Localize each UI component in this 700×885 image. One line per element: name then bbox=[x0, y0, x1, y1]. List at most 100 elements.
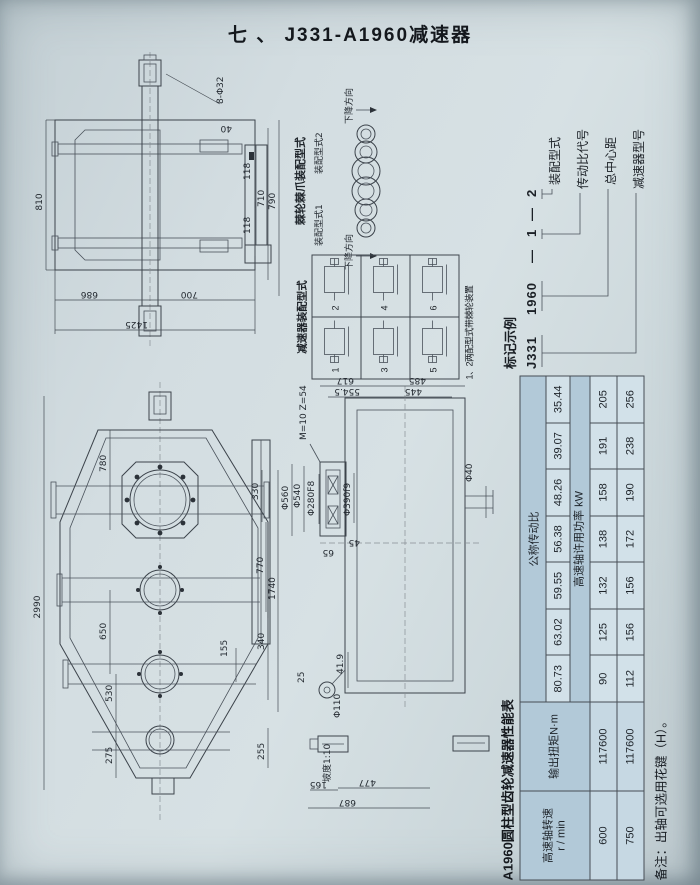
power-value: 138 bbox=[590, 515, 617, 563]
dim-41-9: 41.9 bbox=[336, 654, 346, 674]
dim-710: 710 bbox=[257, 190, 267, 207]
marking-label-assembly-type: 装配型式 bbox=[548, 136, 562, 185]
dim-255: 255 bbox=[257, 743, 267, 760]
dim-110: Φ110 bbox=[333, 693, 343, 718]
assembly-grid: 1 2 3 4 5 6 bbox=[312, 255, 460, 380]
ratio-value: 80.73 bbox=[546, 655, 570, 702]
power-value: 191 bbox=[590, 422, 617, 470]
assembly-cell: 4 bbox=[361, 255, 410, 317]
dim-118b: 118 bbox=[243, 217, 253, 234]
dim-25: 25 bbox=[297, 672, 307, 683]
speed-header-line2: r / min bbox=[555, 820, 567, 851]
power-value: 156 bbox=[617, 562, 644, 609]
marking-label-model: 减速器型号 bbox=[632, 128, 646, 189]
assembly-grid-title: 减速器装配型式 bbox=[296, 280, 309, 354]
speed-header-line1: 高速轴转速 bbox=[542, 808, 555, 863]
reducer-sketch-icon bbox=[373, 320, 398, 363]
assembly-grid-block: 减速器装配型式 1 2 3 4 5 6 1、2两配型式带棘轮 bbox=[295, 255, 475, 380]
dim-45: 45 bbox=[349, 537, 360, 547]
dim-617: 617 bbox=[337, 375, 354, 385]
ratio-header: 公称传动比 bbox=[520, 376, 546, 702]
ratchet-title: 棘轮棘爪装配型式 bbox=[295, 137, 307, 225]
dim-780: 780 bbox=[99, 455, 109, 472]
front-view-bearings bbox=[121, 461, 199, 755]
type2-direction: 下降方向 bbox=[343, 88, 355, 124]
phi40-stub: Φ40 bbox=[465, 463, 494, 518]
type2-label: 装配型式2 bbox=[313, 132, 325, 174]
dim-340: 340 bbox=[257, 633, 267, 650]
power-value: 238 bbox=[617, 422, 644, 470]
dim-485: 485 bbox=[409, 375, 426, 385]
dim-540: Φ540 bbox=[293, 483, 303, 508]
dim-560: Φ560 bbox=[281, 485, 291, 510]
dim-554-5: 554.5 bbox=[334, 386, 360, 396]
top-view-housing bbox=[51, 119, 272, 271]
dim-165: 165 bbox=[310, 779, 327, 789]
front-view-drawing: 2990 780 650 530 275 330 770 1740 155 34… bbox=[33, 382, 279, 822]
dim-280F8: Φ280F8 bbox=[307, 481, 317, 516]
torque-value: 117600 bbox=[590, 702, 617, 791]
dim-330: 330 bbox=[251, 483, 261, 500]
page-title: 七 、 J331-A1960减速器 bbox=[227, 25, 473, 46]
power-header: 高速轴许用功率 kW bbox=[570, 376, 590, 702]
front-view-shafts bbox=[50, 481, 270, 751]
type1-direction: 下降方向 bbox=[343, 234, 355, 270]
assembly-grid-note: 1、2两配型式带棘轮装置 bbox=[464, 285, 475, 380]
coupling-detail: M=10 Z=54 Φ560 Φ540 Φ280F8 Φ390f9 45 65 bbox=[281, 385, 360, 557]
ratio-value: 39.07 bbox=[546, 422, 570, 470]
power-value: 190 bbox=[617, 469, 644, 516]
dim-390f9: Φ390f9 bbox=[343, 483, 353, 516]
power-value: 156 bbox=[617, 608, 644, 656]
power-value: 205 bbox=[590, 376, 617, 423]
assembly-cell-number: 6 bbox=[428, 305, 439, 311]
reducer-sketch-icon bbox=[324, 320, 349, 363]
top-view-drawing: 810 8-Φ32 40 118 118 710 790 686 700 142… bbox=[35, 52, 280, 348]
ratchet-diagrams: 装配型式1 下降方向 装配型式2 下降方向 bbox=[313, 88, 381, 270]
assembly-cell: 2 bbox=[312, 255, 361, 317]
dim-40: 40 bbox=[220, 123, 232, 133]
ratio-value: 35.44 bbox=[546, 376, 570, 423]
ratio-value: 56.38 bbox=[546, 515, 570, 563]
reducer-sketch-icon bbox=[422, 258, 447, 301]
footnote: 备注：出轴可选用花键（H）。 bbox=[654, 715, 669, 881]
assembly-cell-number: 4 bbox=[379, 305, 390, 311]
section-top-dims: 617 485 554.5 445 bbox=[320, 375, 465, 398]
ratchet-group-1: 装配型式1 下降方向 bbox=[313, 176, 381, 270]
dim-1740: 1740 bbox=[268, 577, 278, 600]
ratio-value: 63.02 bbox=[546, 608, 570, 656]
assembly-cell: 1 bbox=[312, 317, 361, 379]
dim-118a: 118 bbox=[243, 163, 253, 180]
performance-block: A1960圆柱型齿轮减速器性能表 高速轴转速 r / min 输出扭矩N·m 公… bbox=[498, 376, 688, 881]
power-value: 172 bbox=[617, 515, 644, 563]
dim-700: 700 bbox=[181, 289, 198, 299]
dim-687: 687 bbox=[339, 797, 356, 807]
assembly-cell-number: 3 bbox=[379, 367, 390, 373]
dim-1425: 1425 bbox=[125, 319, 148, 329]
type1-label: 装配型式1 bbox=[313, 204, 325, 246]
dim-477: 477 bbox=[359, 777, 376, 787]
marking-label-center-dist: 总中心距 bbox=[604, 136, 618, 185]
assembly-cell: 5 bbox=[410, 317, 459, 379]
dim-gear-spec: M=10 Z=54 bbox=[299, 385, 309, 440]
front-view-dimensions: 2990 780 650 530 275 330 770 1740 155 34… bbox=[33, 396, 279, 790]
assembly-cell: 3 bbox=[361, 317, 410, 379]
dim-slope: 坡度1:10 bbox=[321, 744, 333, 782]
power-value: 158 bbox=[590, 469, 617, 516]
speed-header: 高速轴转速 r / min bbox=[520, 791, 590, 880]
dim-445: 445 bbox=[405, 386, 422, 396]
assembly-cell-number: 1 bbox=[330, 367, 341, 373]
torque-value: 117600 bbox=[617, 702, 644, 791]
dim-770: 770 bbox=[256, 557, 266, 574]
dim-2990: 2990 bbox=[33, 595, 43, 618]
assembly-cell: 6 bbox=[410, 255, 459, 317]
marking-label-ratio-code: 传动比代号 bbox=[576, 128, 590, 189]
ratio-value: 59.55 bbox=[546, 562, 570, 609]
dim-40-shaft: Φ40 bbox=[465, 463, 475, 482]
dim-275: 275 bbox=[105, 747, 115, 764]
dim-530: 530 bbox=[105, 685, 115, 702]
dim-65: 65 bbox=[323, 547, 334, 557]
dim-8phi32: 8-Φ32 bbox=[216, 76, 226, 104]
performance-table-title: A1960圆柱型齿轮减速器性能表 bbox=[500, 699, 516, 881]
reducer-sketch-icon bbox=[324, 258, 349, 301]
power-value: 132 bbox=[590, 562, 617, 609]
